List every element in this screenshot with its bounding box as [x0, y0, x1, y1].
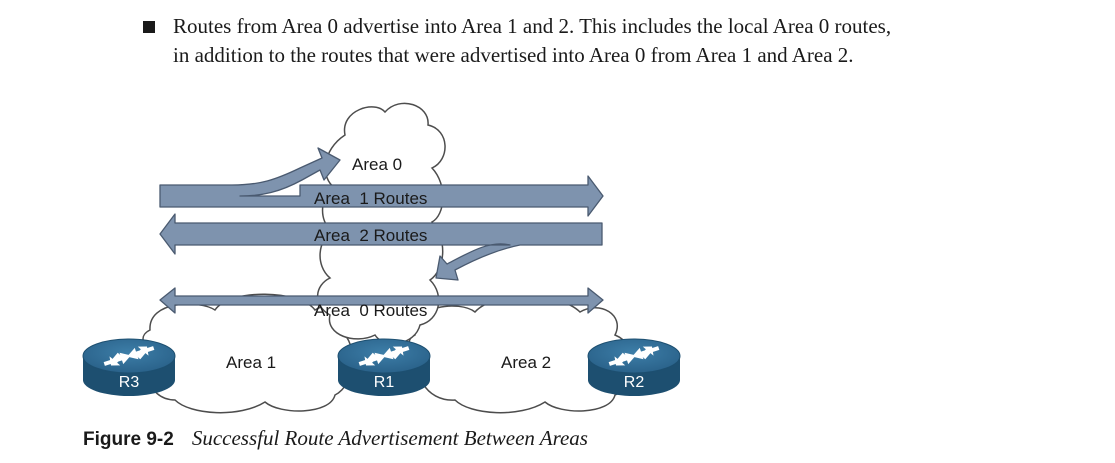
area1-label: Area 1	[226, 353, 276, 372]
area0-routes-label: Area 0 Routes	[314, 301, 427, 320]
router-r1: R1	[337, 338, 431, 396]
area2-routes-arrow	[159, 213, 603, 281]
area2-label: Area 2	[501, 353, 551, 372]
router-arrows-icon	[103, 346, 155, 366]
router-r2-label: R2	[624, 374, 645, 391]
router-r1-label: R1	[374, 374, 395, 391]
area1-routes-label: Area 1 Routes	[314, 189, 427, 208]
figure-title: Successful Route Advertisement Between A…	[191, 426, 588, 450]
figure-caption: Figure 9-2 Successful Route Advertisemen…	[83, 426, 588, 451]
router-r2: R2	[587, 338, 681, 396]
bullet-marker	[143, 21, 155, 33]
router-r3-label: R3	[119, 374, 140, 391]
bullet-line-2: in addition to the routes that were adve…	[173, 43, 854, 67]
router-arrows-icon	[608, 346, 660, 366]
bullet-line-1: Routes from Area 0 advertise into Area 1…	[173, 14, 892, 38]
area2-routes-label: Area 2 Routes	[314, 226, 427, 245]
area0-label: Area 0	[352, 155, 402, 174]
area0-routes-arrow	[159, 287, 604, 314]
figure-number: Figure 9-2	[83, 429, 174, 450]
bullet-text: Routes from Area 0 advertise into Area 1…	[173, 12, 1033, 70]
router-arrows-icon	[358, 346, 410, 366]
area1-routes-arrow	[159, 147, 604, 217]
router-r3: R3	[82, 338, 176, 396]
